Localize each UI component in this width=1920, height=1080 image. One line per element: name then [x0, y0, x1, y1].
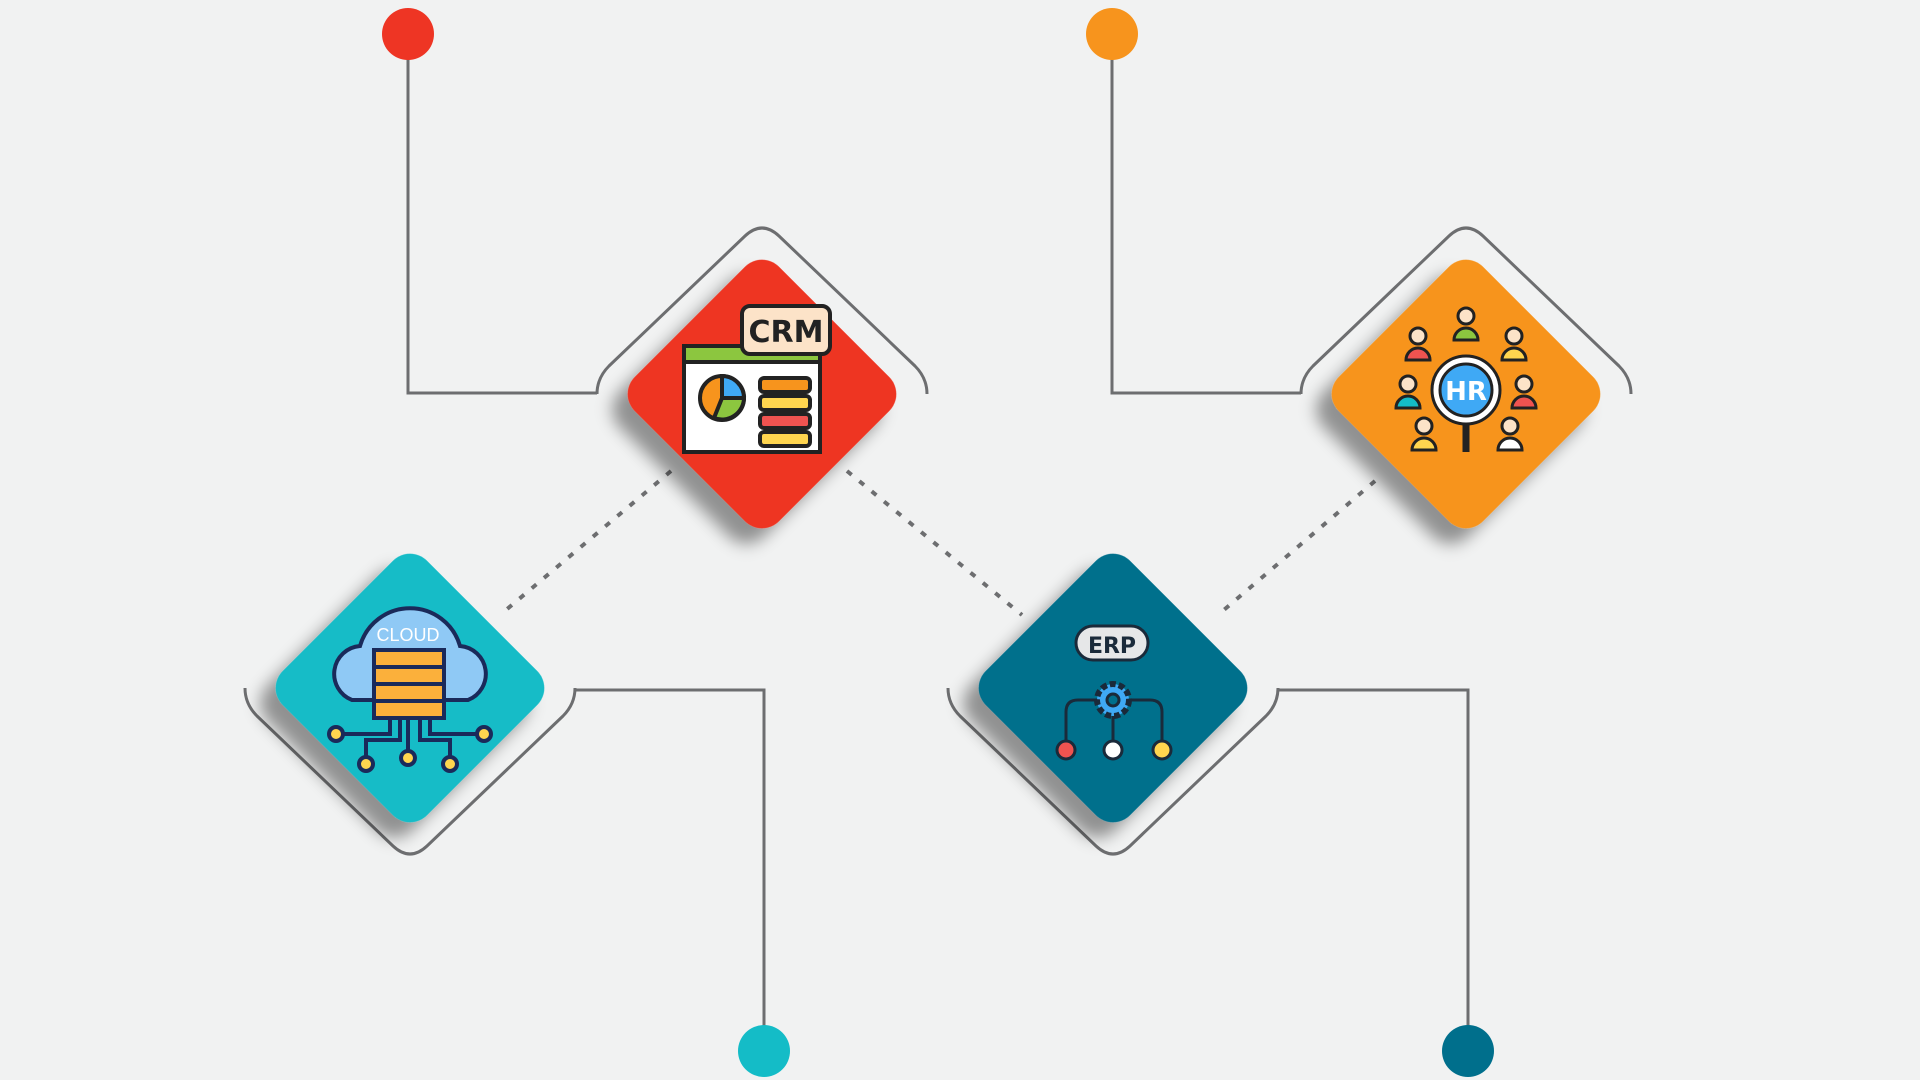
connector-cloud — [574, 688, 766, 1051]
dot-crm — [382, 8, 434, 60]
crm-icon — [682, 304, 832, 454]
crm-label: CRM — [749, 315, 824, 350]
connector-crm — [406, 34, 597, 395]
outline-cloud — [243, 687, 577, 856]
node-crm[interactable]: CRM — [618, 250, 906, 538]
outline-erp — [946, 687, 1280, 856]
cloud-label: CLOUD — [376, 625, 439, 645]
connector-erp — [1277, 688, 1470, 1051]
dot-erp — [1442, 1025, 1494, 1077]
dotted-link-crm-erp — [845, 469, 1024, 617]
cloud-server-icon — [327, 606, 493, 773]
connector-hr — [1110, 34, 1301, 395]
erp-label: ERP — [1088, 634, 1136, 659]
node-hr[interactable]: HR — [1322, 250, 1610, 538]
node-erp[interactable]: ERP — [969, 544, 1257, 832]
outline-hr — [1299, 226, 1633, 395]
hr-icon — [1394, 306, 1538, 452]
outline-crm — [595, 226, 929, 395]
dot-cloud — [738, 1025, 790, 1077]
dotted-link-hr-erp — [1216, 479, 1377, 617]
erp-icon — [1055, 624, 1173, 761]
node-cloud[interactable]: CLOUD — [266, 544, 554, 832]
hr-label: HR — [1445, 377, 1487, 407]
dot-hr — [1086, 8, 1138, 60]
dotted-link-crm-cloud — [498, 469, 673, 617]
